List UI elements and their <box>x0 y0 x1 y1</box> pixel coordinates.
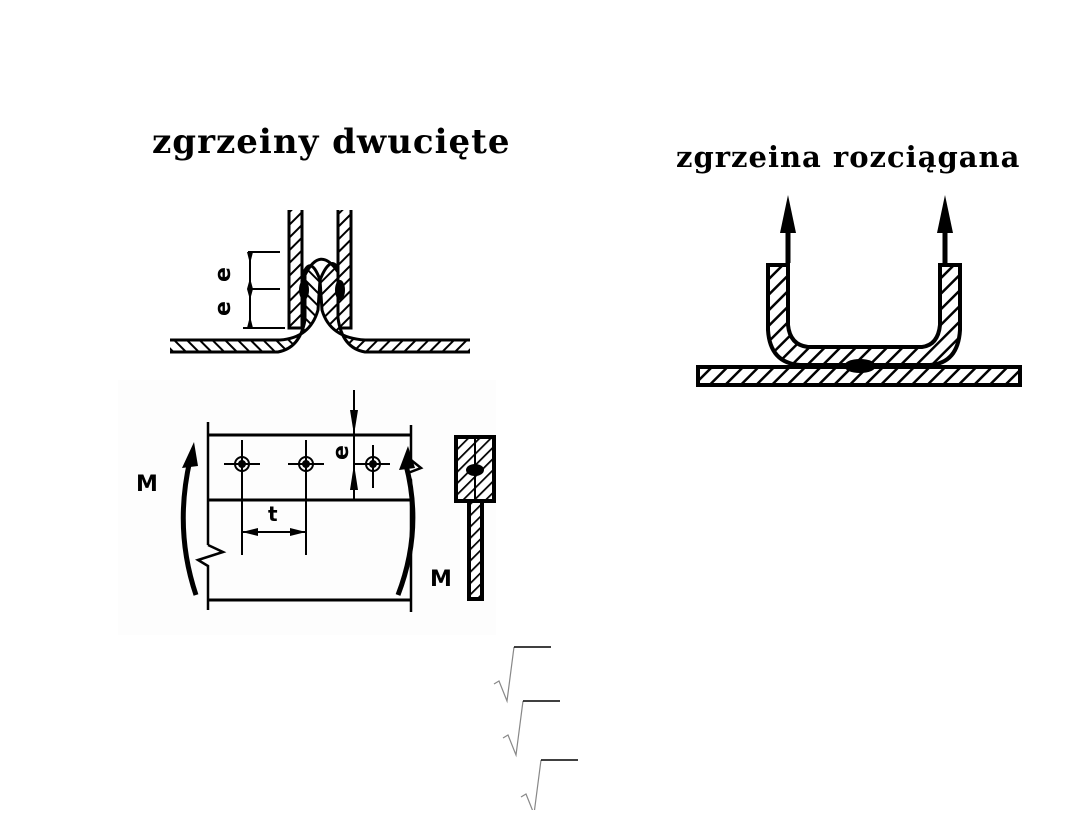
tension-weld-diagram <box>690 185 1030 395</box>
formula-radicals <box>490 640 600 814</box>
title-tension-weld: zgrzeina rozciągana <box>676 140 1021 174</box>
moment-label-left: M <box>136 472 158 497</box>
double-shear-weld-diagram: e e <box>160 200 480 370</box>
dimension-label-e-upper: e <box>210 267 236 282</box>
edge-distance-label-e: e <box>328 445 354 460</box>
dimension-label-e-lower: e <box>210 301 236 316</box>
moment-label-right: M <box>430 567 452 592</box>
beam-spot-weld-diagram: M M t e <box>118 380 496 635</box>
pitch-label-t: t <box>268 502 278 526</box>
title-double-shear-welds: zgrzeiny dwucięte <box>152 122 511 162</box>
